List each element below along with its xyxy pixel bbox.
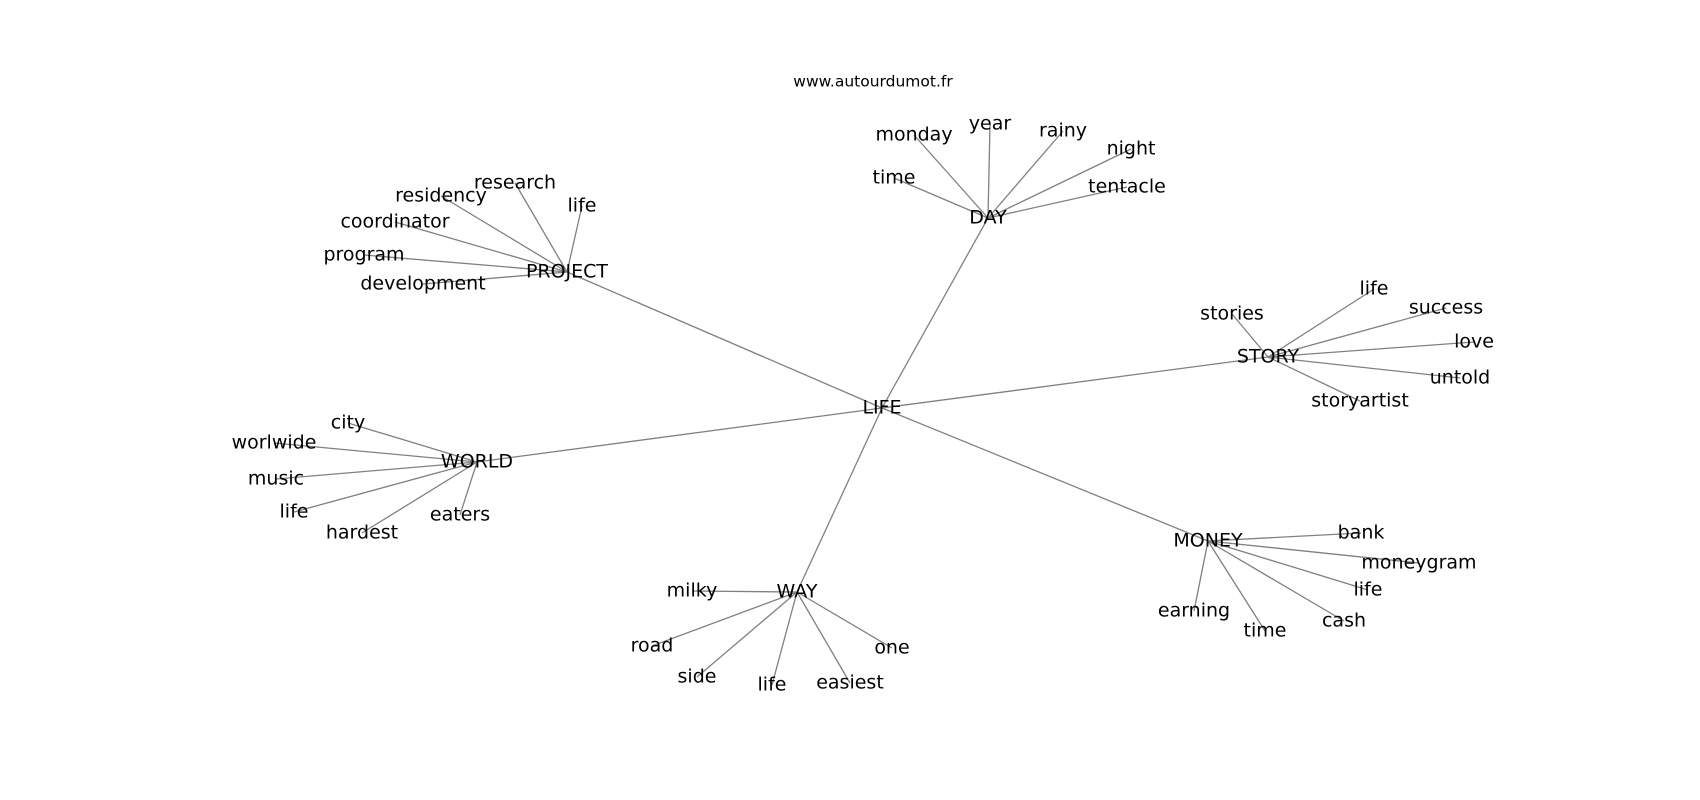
edge-day-year <box>987 123 991 219</box>
leaf-node-way-life: life <box>758 674 787 696</box>
leaf-node-day-year: year <box>969 113 1012 135</box>
edge-way-road <box>651 591 798 647</box>
leaf-node-project-coordinator: coordinator <box>340 211 449 233</box>
leaf-node-way-one: one <box>874 637 909 659</box>
leaf-node-story-life: life <box>1360 278 1389 300</box>
leaf-node-day-night: night <box>1107 138 1156 160</box>
leaf-node-money-bank: bank <box>1338 522 1385 544</box>
edge-money-life <box>1207 540 1369 591</box>
leaf-node-day-monday: monday <box>875 124 952 146</box>
edge-project-research <box>514 182 568 273</box>
edge-day-rainy <box>987 130 1064 219</box>
leaf-node-money-cash: cash <box>1322 610 1366 632</box>
edges-layer <box>273 123 1475 686</box>
leaf-node-world-life: life <box>280 501 309 523</box>
leaf-node-world-worlwide: worlwide <box>232 432 317 454</box>
labels-layer: LIFE PROJECT research life residency coordina… <box>232 113 1494 696</box>
edge-project-life <box>566 205 583 273</box>
edge-world-worlwide <box>273 442 478 463</box>
edge-story-stories <box>1231 313 1269 358</box>
leaf-node-day-rainy: rainy <box>1039 120 1087 142</box>
leaf-node-project-residency: residency <box>395 185 487 207</box>
leaf-node-project-program: program <box>323 244 404 266</box>
edge-life-way <box>796 407 883 593</box>
leaf-node-story-stories: stories <box>1200 303 1264 325</box>
hub-node-day: DAY <box>969 207 1007 229</box>
edge-day-monday <box>913 134 989 219</box>
edge-way-milky <box>691 590 798 593</box>
edge-life-world <box>476 407 883 463</box>
hub-node-world: WORLD <box>441 451 513 473</box>
edge-project-development <box>422 271 568 285</box>
edge-world-music <box>275 461 478 480</box>
edge-story-storyartist <box>1267 356 1361 402</box>
leaf-node-world-eaters: eaters <box>430 504 490 526</box>
edge-way-side <box>696 591 798 678</box>
leaf-node-way-easiest: easiest <box>816 672 884 694</box>
leaf-node-way-side: side <box>678 666 717 688</box>
leaf-node-way-milky: milky <box>667 580 718 602</box>
edge-story-life <box>1267 288 1375 358</box>
edge-life-project <box>566 271 883 409</box>
leaf-node-project-research: research <box>474 172 556 194</box>
edge-day-night <box>987 148 1132 219</box>
leaf-node-project-development: development <box>360 273 485 295</box>
edge-life-story <box>881 356 1269 409</box>
edge-story-untold <box>1267 356 1461 379</box>
leaf-node-money-moneygram: moneygram <box>1361 552 1476 574</box>
edge-money-time <box>1207 540 1266 632</box>
leaf-node-story-success: success <box>1409 297 1483 319</box>
edge-money-cash <box>1207 540 1345 622</box>
edge-story-love <box>1267 341 1475 358</box>
root-node-label: LIFE <box>862 397 901 419</box>
edge-world-hardest <box>361 461 478 534</box>
edge-life-day <box>881 217 989 409</box>
edge-story-success <box>1267 307 1447 358</box>
leaf-node-money-earning: earning <box>1158 600 1230 622</box>
leaf-node-story-storyartist: storyartist <box>1311 390 1409 412</box>
edge-way-life <box>771 591 798 686</box>
edge-world-city <box>347 422 478 463</box>
hub-node-story: STORY <box>1237 346 1300 368</box>
edge-project-residency <box>440 195 568 273</box>
edge-money-earning <box>1193 540 1209 612</box>
edge-life-money <box>881 407 1209 542</box>
leaf-node-money-time: time <box>1244 620 1287 642</box>
source-url: www.autourdumot.fr <box>793 73 953 91</box>
leaf-node-world-hardest: hardest <box>326 522 398 544</box>
hub-node-project: PROJECT <box>526 261 608 283</box>
leaf-node-way-road: road <box>631 635 674 657</box>
edge-day-tentacle <box>987 186 1128 219</box>
edge-money-moneygram <box>1207 540 1420 564</box>
edge-project-program <box>363 254 568 273</box>
edge-way-easiest <box>796 591 851 684</box>
leaf-node-world-music: music <box>248 468 304 490</box>
edge-way-one <box>796 591 893 649</box>
hub-node-money: MONEY <box>1173 530 1243 552</box>
hub-node-way: WAY <box>777 581 818 603</box>
leaf-node-world-city: city <box>331 412 365 434</box>
edge-world-life <box>293 461 478 513</box>
edge-world-eaters <box>459 461 478 516</box>
leaf-node-story-love: love <box>1454 331 1494 353</box>
leaf-node-day-time: time <box>873 167 916 189</box>
edge-project-coordinator <box>394 221 568 273</box>
leaf-node-money-life: life <box>1354 579 1383 601</box>
leaf-node-day-tentacle: tentacle <box>1088 176 1166 198</box>
edge-day-time <box>893 177 989 219</box>
edge-money-bank <box>1207 532 1362 542</box>
leaf-node-project-life: life <box>568 195 597 217</box>
leaf-node-story-untold: untold <box>1430 367 1491 389</box>
